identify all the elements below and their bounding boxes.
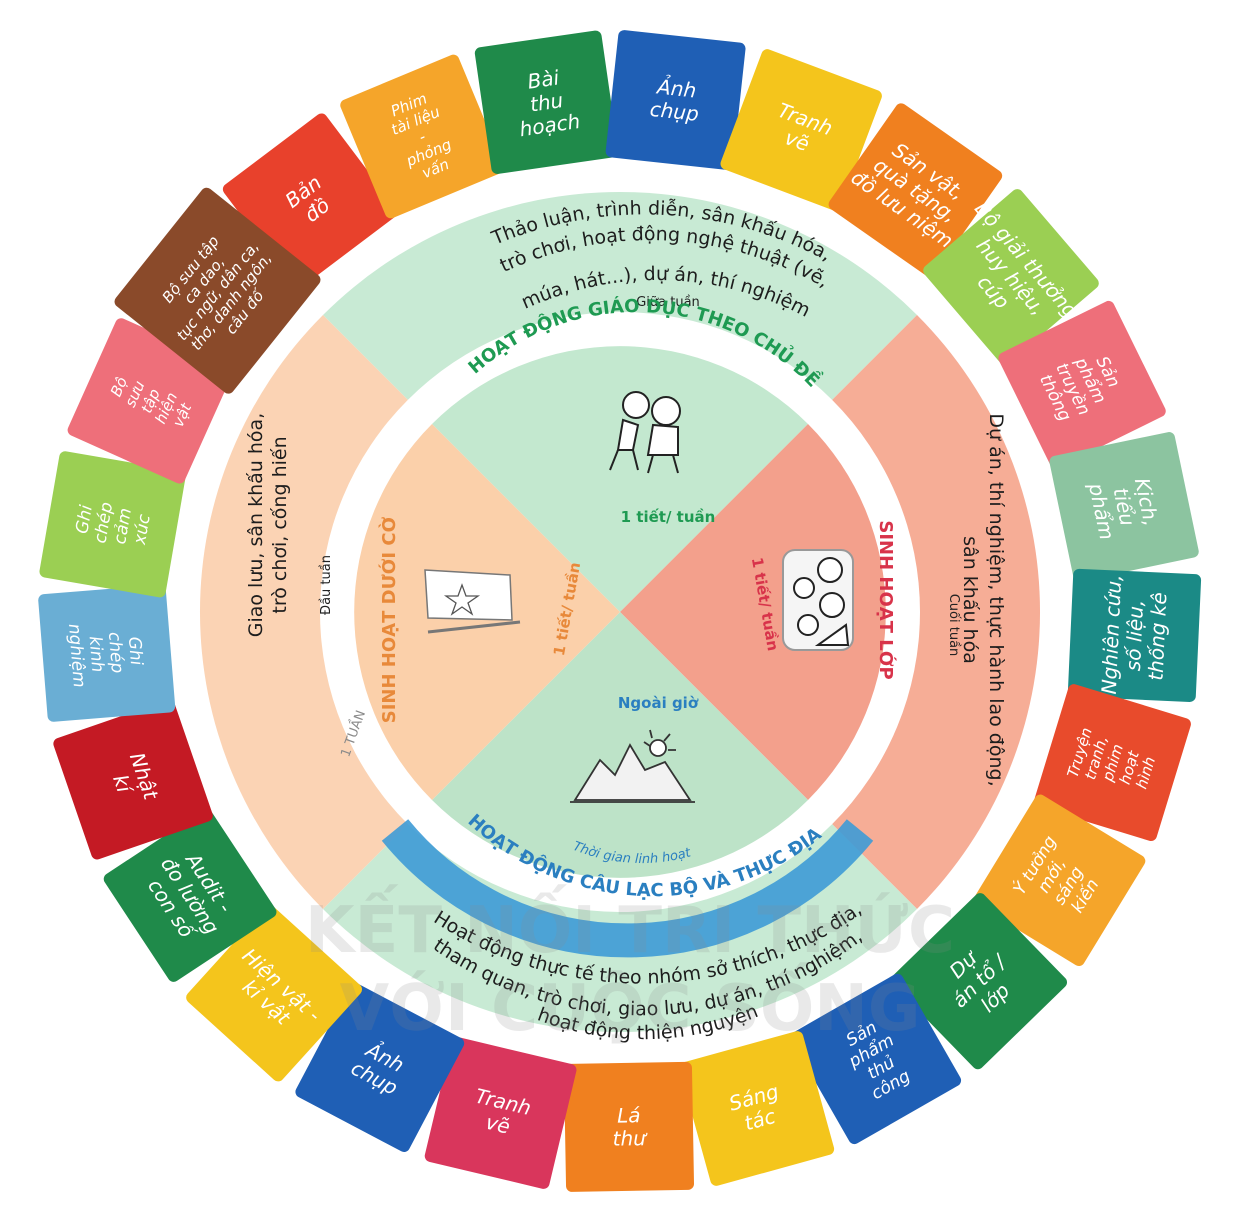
watermark-line2: VỚI CUỘC SỐNG — [340, 962, 921, 1046]
outer-tile-background — [340, 54, 504, 219]
outer-tile: Dựán tổ /lớp — [890, 893, 1068, 1070]
label-start-week: Đầu tuần — [319, 555, 334, 615]
outer-tile-background — [605, 30, 746, 170]
outer-tile-background — [114, 187, 321, 394]
label-end-week: Cuối tuần — [946, 594, 961, 657]
outer-tile: Tranhvẽ — [720, 49, 882, 211]
ring-right-text: Dự án, thí nghiệm, thực hành lao động, s… — [959, 413, 1007, 786]
outer-tile: Bàithuhoạch — [474, 30, 619, 174]
outer-tile-background — [474, 30, 619, 174]
ring-left-text: Giao lưu, sân khấu hóa, trò chơi, cống h… — [245, 413, 291, 638]
outer-tile-background — [1049, 432, 1199, 582]
svg-text:Giao lưu, sân khấu hóa,: Giao lưu, sân khấu hóa, — [245, 413, 267, 638]
outer-tile-label: Ảnhchụp — [649, 73, 703, 126]
outer-tile: Ảnhchụp — [605, 30, 746, 170]
title-left: SINH HOẠT DƯỚI CỜ — [378, 516, 400, 723]
outer-tile: Sảnphẩmthủcông — [790, 973, 962, 1145]
outer-tile: Ý tưởngmới,sángkiến — [973, 794, 1146, 967]
sub-bottom: Ngoài giờ — [618, 694, 699, 712]
outer-tile-background — [790, 973, 962, 1145]
outer-tile: Sảnphẩmtruyềnthông — [998, 300, 1166, 469]
outer-tile-background — [973, 794, 1146, 967]
outer-tile-background — [828, 103, 1003, 277]
svg-text:sân khấu hóa: sân khấu hóa — [959, 536, 981, 664]
outer-tile-label: Phimtài liệu-phỏngvấn — [382, 87, 463, 187]
sub-top: 1 tiết/ tuần — [621, 507, 716, 526]
outer-tile: Tranhvẽ — [424, 1037, 577, 1189]
outer-tile-background — [998, 300, 1166, 469]
outer-tile: Truyệntranh,phimhoạthình — [1034, 684, 1191, 842]
outer-tile: Audit -đo lườngcon số — [103, 809, 277, 982]
bottom-blue-arc — [381, 819, 874, 958]
svg-text:Dự án, thí nghiệm, thực hành l: Dự án, thí nghiệm, thực hành lao động, — [985, 413, 1007, 786]
outer-tile: Ghichépkinhnghiệm — [38, 584, 176, 722]
class-group-icon — [782, 549, 854, 651]
outer-tile-background — [679, 1031, 835, 1186]
outer-tile-background — [295, 983, 465, 1152]
outer-tile-label: Sảnphẩmtruyềnthông — [1034, 343, 1129, 428]
mountain-icon — [570, 729, 695, 803]
outer-tile: Nhậtkí — [53, 699, 213, 860]
outer-tile-background — [39, 451, 186, 598]
watermark: KẾT NỐI TRI THỨC VỚI CUỘC SỐNG — [305, 884, 955, 1046]
outer-tile-label: Láthư — [612, 1103, 648, 1151]
outer-tile: Bộ sưu tậpca dao,tục ngữ, dân ca,thơ, da… — [114, 187, 321, 394]
outer-tile-background — [1034, 684, 1191, 842]
outer-tile: Hiện vật -kỉ vật — [186, 905, 363, 1082]
label-mid-week: Giữa tuần — [636, 295, 700, 310]
quadrant-right — [620, 424, 886, 800]
outer-tile-background — [563, 1061, 695, 1192]
flag-icon — [424, 569, 521, 634]
quadrant-bottom — [432, 612, 808, 878]
outer-tile-background — [103, 809, 277, 982]
outer-tile-background — [923, 189, 1099, 365]
outer-tile-background — [38, 584, 176, 722]
outer-tile: Ghichépcảmxúc — [39, 451, 186, 598]
outer-tile-background — [890, 893, 1068, 1070]
svg-text:trò chơi, cống hiến: trò chơi, cống hiến — [269, 436, 291, 613]
outer-tile: Láthư — [563, 1061, 695, 1192]
title-right: SINH HOẠT LỚP — [875, 520, 897, 679]
watermark-line1: KẾT NỐI TRI THỨC — [305, 884, 955, 968]
outer-tile-background — [720, 49, 882, 211]
outer-tile-background — [186, 905, 363, 1082]
outer-tile-background — [53, 699, 213, 860]
outer-tile-label: Dựán tổ /lớp — [931, 932, 1028, 1029]
outer-tile: Kịch,tiểuphẩm — [1049, 432, 1199, 582]
outer-tile-label: Truyệntranh,phimhoạthình — [1064, 725, 1162, 800]
outer-tile-background — [424, 1037, 577, 1189]
outer-tile-label: Kịch,tiểuphẩm — [1084, 471, 1164, 542]
outer-tile-background — [1067, 568, 1202, 702]
outer-tile: Bộ giải thưởng,huy hiệu,cúp — [923, 189, 1099, 365]
outer-tile: Ảnhchụp — [295, 983, 465, 1152]
outer-tile-label: Ghichépkinhnghiệm — [64, 618, 148, 688]
outer-tile-label: Ghichépcảmxúc — [71, 497, 156, 551]
outer-tile: Nghiên cứu,số liệu,thống kê — [1067, 568, 1202, 702]
children-icon — [609, 391, 681, 474]
outer-tile-label: Nghiên cứu,số liệu,thống kê — [1097, 574, 1172, 697]
outer-tile: Phimtài liệu-phỏngvấn — [340, 54, 504, 219]
outer-tile: Sángtác — [679, 1031, 835, 1186]
quadrant-top — [432, 346, 808, 612]
outer-tile-label: Sángtác — [726, 1079, 787, 1138]
